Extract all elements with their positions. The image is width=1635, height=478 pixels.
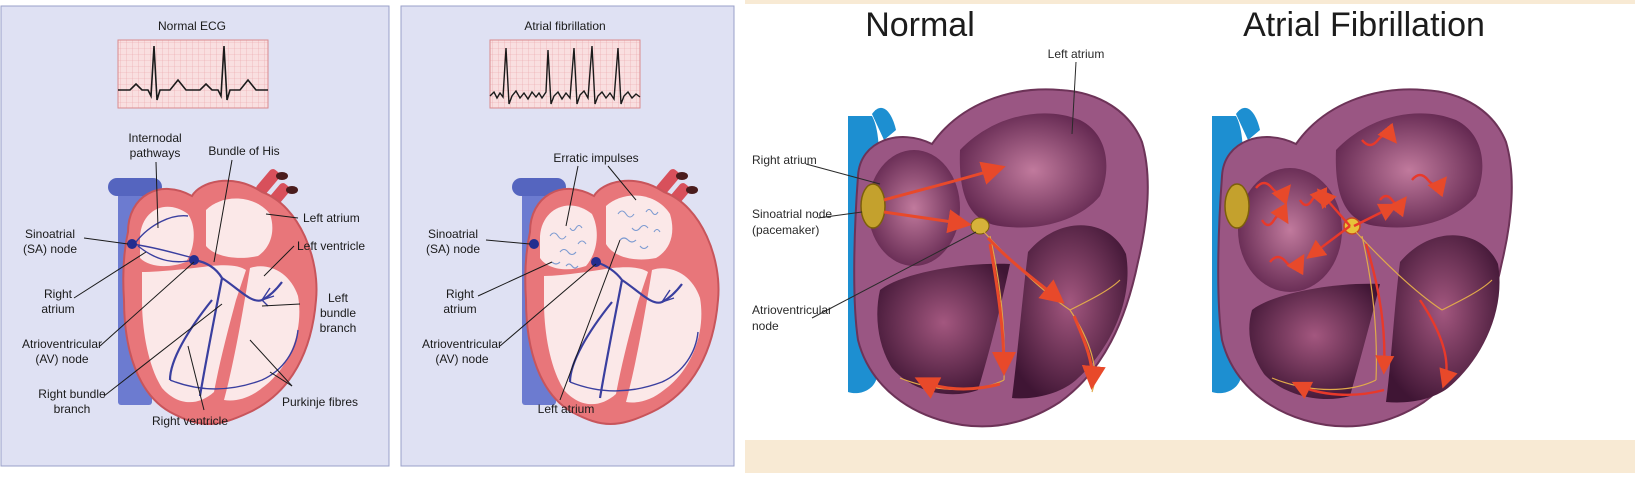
label-av-node: Atrioventricular bbox=[22, 337, 102, 351]
label-av-node-2: (AV) node bbox=[35, 352, 88, 366]
label-right-atrium: Right atrium bbox=[752, 153, 817, 167]
sa-node-icon bbox=[127, 239, 137, 249]
label-internodal: Internodal bbox=[128, 131, 181, 145]
panel-title: Normal ECG bbox=[158, 19, 226, 33]
label-right-ventricle: Right ventricle bbox=[152, 414, 228, 428]
label-erratic-impulses: Erratic impulses bbox=[553, 151, 638, 165]
av-node-icon bbox=[970, 217, 990, 235]
label-av-node: Atrioventricular bbox=[422, 337, 502, 351]
label-sa-node-2: (SA) node bbox=[426, 242, 480, 256]
label-right-atrium: Right bbox=[44, 287, 73, 301]
label-left-ventricle: Left ventricle bbox=[297, 239, 365, 253]
label-sa-node: Sinoatrial node bbox=[752, 207, 832, 221]
realistic-comparison-panel: Normal Atrial Fibrillation bbox=[745, 0, 1635, 473]
af-ecg-strip bbox=[489, 39, 641, 109]
label-right-bundle-2: branch bbox=[54, 402, 91, 416]
label-sa-node: Sinoatrial bbox=[428, 227, 478, 241]
label-right-atrium: Right bbox=[446, 287, 475, 301]
sa-node-icon bbox=[860, 183, 886, 229]
label-right-atrium-2: atrium bbox=[443, 302, 476, 316]
normal-ecg-strip bbox=[117, 39, 269, 109]
normal-heart-cutaway-icon bbox=[848, 88, 1149, 428]
label-bundle-of-his: Bundle of His bbox=[208, 144, 279, 158]
panel-title: Atrial fibrillation bbox=[524, 19, 605, 33]
sa-node-icon bbox=[529, 239, 539, 249]
label-left-bundle-2: bundle bbox=[320, 306, 356, 320]
av-node-icon bbox=[591, 257, 601, 267]
normal-ecg-trace bbox=[118, 45, 268, 101]
label-internodal-2: pathways bbox=[130, 146, 181, 160]
label-right-bundle: Right bundle bbox=[38, 387, 106, 401]
af-heart-cutaway-icon bbox=[1212, 88, 1513, 428]
atrial-fibrillation-panel: Atrial fibrillation bbox=[400, 5, 735, 467]
label-left-bundle: Left bbox=[328, 291, 349, 305]
label-right-atrium-2: atrium bbox=[41, 302, 74, 316]
sa-node-icon bbox=[1224, 183, 1250, 229]
label-left-atrium: Left atrium bbox=[303, 211, 360, 225]
label-av-node: Atrioventricular bbox=[752, 303, 832, 317]
label-left-atrium: Left atrium bbox=[1048, 47, 1105, 61]
label-pacemaker: (pacemaker) bbox=[752, 223, 819, 237]
title-atrial-fibrillation: Atrial Fibrillation bbox=[1243, 6, 1485, 44]
label-av-node-2: (AV) node bbox=[435, 352, 488, 366]
title-normal: Normal bbox=[865, 6, 975, 44]
av-node-icon bbox=[189, 255, 199, 265]
label-av-node-2: node bbox=[752, 319, 779, 333]
label-left-atrium: Left atrium bbox=[538, 402, 595, 416]
label-sa-node: Sinoatrial bbox=[25, 227, 75, 241]
af-ecg-trace bbox=[489, 45, 641, 105]
label-sa-node-2: (SA) node bbox=[23, 242, 77, 256]
label-left-bundle-3: branch bbox=[320, 321, 357, 335]
label-purkinje: Purkinje fibres bbox=[282, 395, 358, 409]
normal-conduction-panel: Normal ECG bbox=[0, 5, 390, 467]
